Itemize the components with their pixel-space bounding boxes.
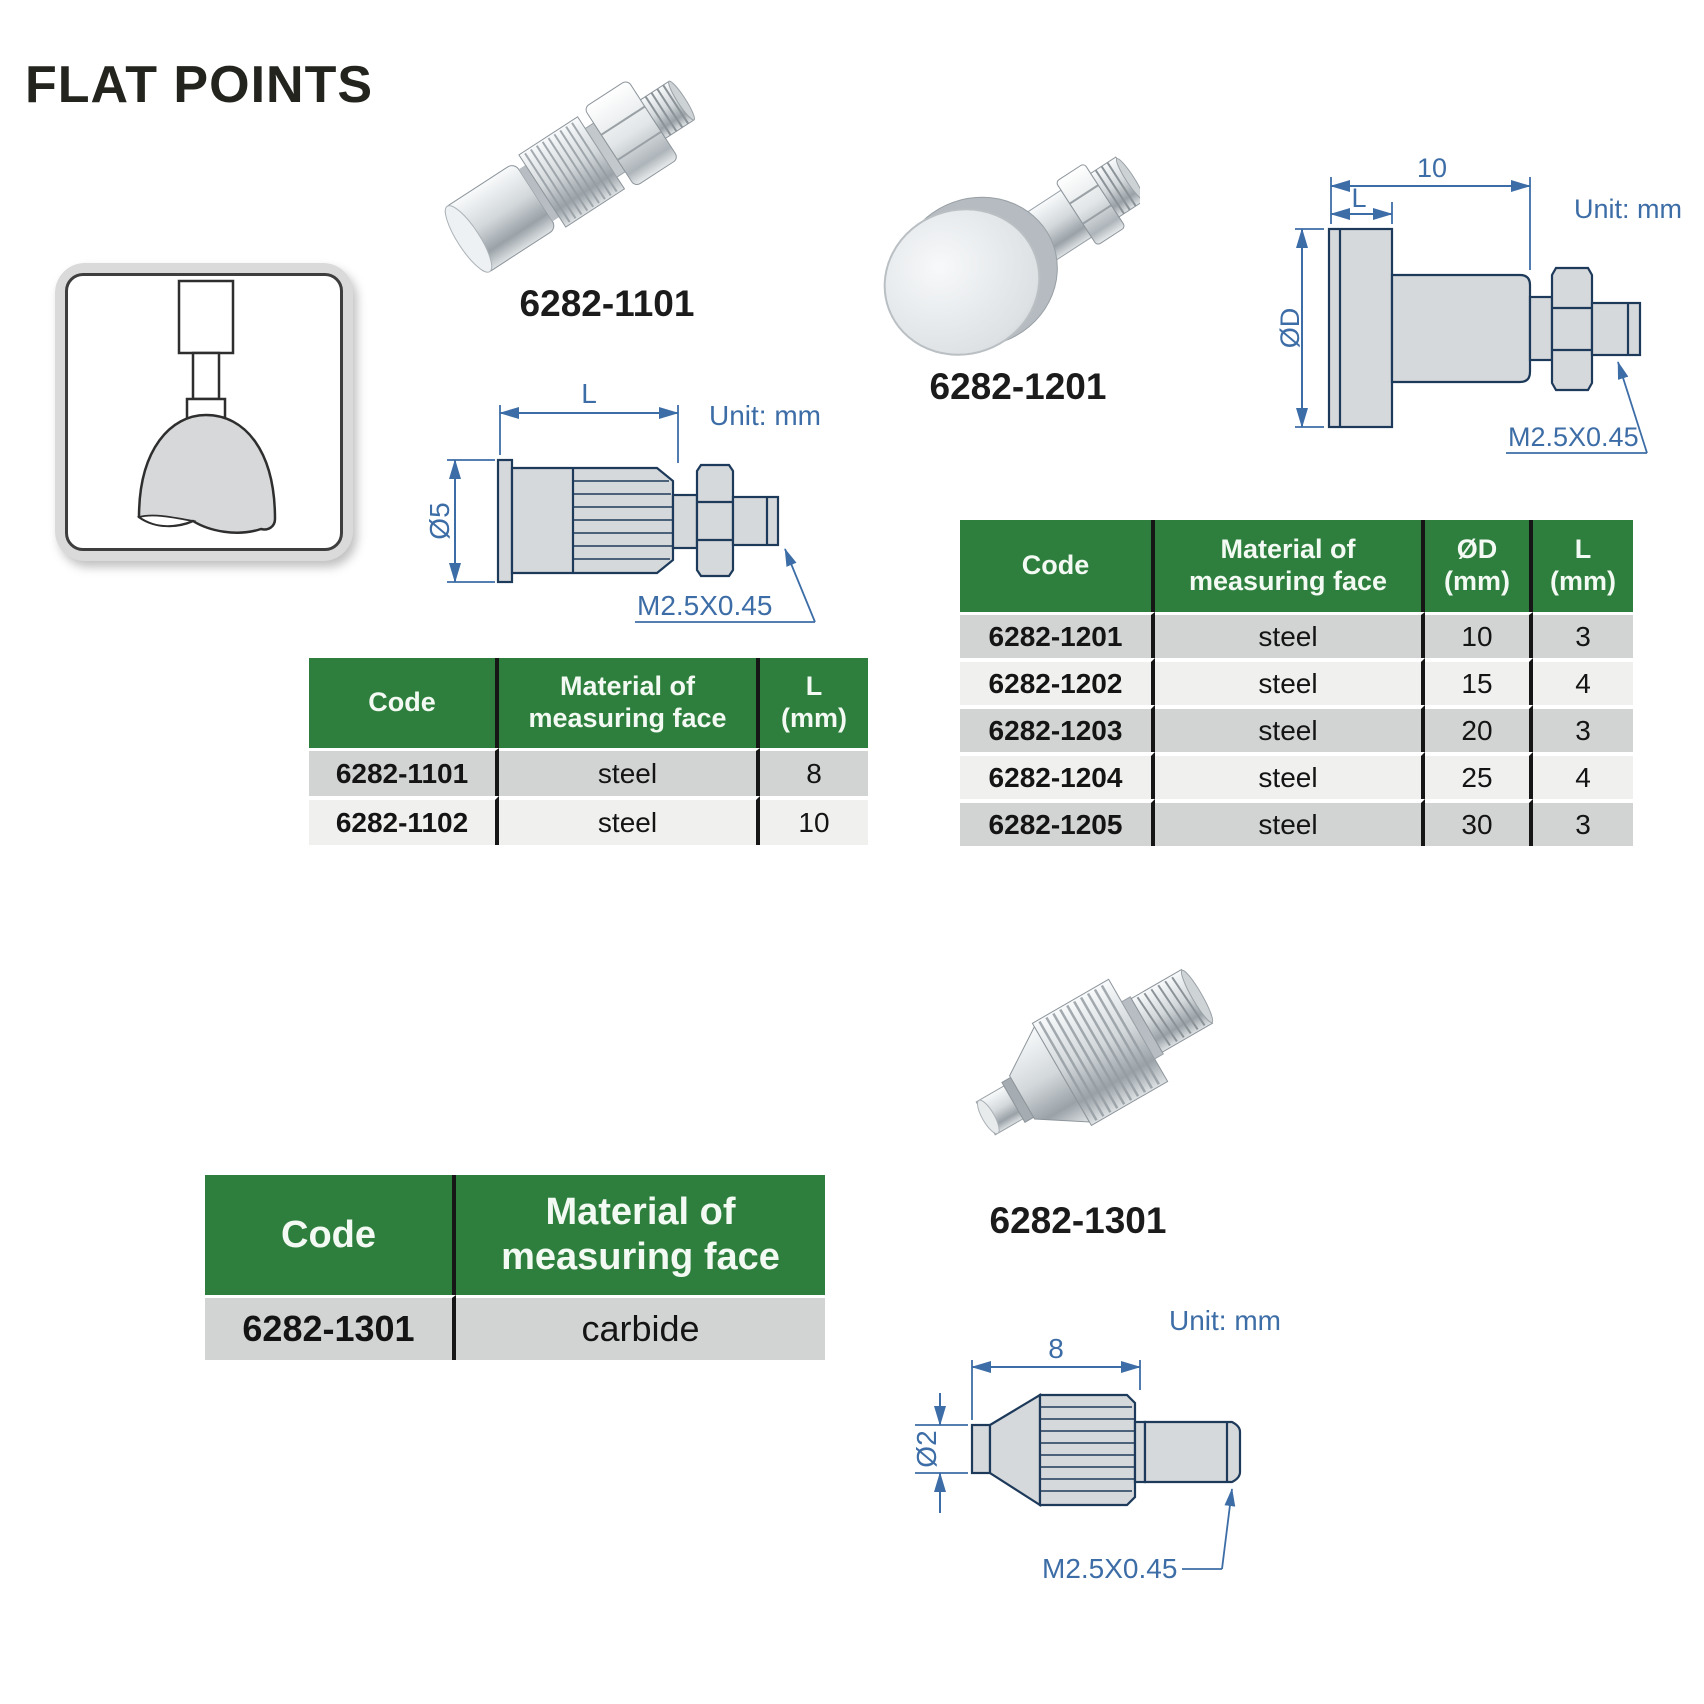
table-row: 6282-1204 steel 25 4	[960, 752, 1633, 799]
cell-code: 6282-1101	[309, 748, 499, 796]
table-row: 6282-1201 steel 10 3	[960, 612, 1633, 658]
table-row: 6282-1301 carbide	[205, 1295, 825, 1360]
header-code: Code	[205, 1175, 456, 1295]
cell-material: steel	[1155, 612, 1425, 658]
header-diameter: ØD (mm)	[1425, 520, 1533, 612]
dim-length-label: 8	[1048, 1333, 1064, 1364]
header-code: Code	[309, 658, 499, 748]
cell-code: 6282-1201	[960, 612, 1155, 658]
cell-material: steel	[1155, 799, 1425, 846]
header-material: Material of measuring face	[499, 658, 760, 748]
cell-material: steel	[1155, 752, 1425, 799]
cell-code: 6282-1202	[960, 658, 1155, 705]
table-row: 6282-1101 steel 8	[309, 748, 868, 796]
cell-code: 6282-1205	[960, 799, 1155, 846]
cell-length: 8	[760, 748, 868, 796]
drawing-6282-1201: 10 L Unit: mm ØD M2.5X0.45	[1275, 153, 1682, 454]
spec-table-6282-1101: Code Material of measuring face L (mm) 6…	[309, 658, 868, 845]
cell-diameter: 25	[1425, 752, 1533, 799]
flat-point-on-sphere-icon	[136, 279, 277, 534]
header-length: L (mm)	[1533, 520, 1633, 612]
cell-diameter: 20	[1425, 705, 1533, 752]
dim-overall-label: 10	[1417, 153, 1447, 183]
table-row: 6282-1203 steel 20 3	[960, 705, 1633, 752]
application-icon-frame	[65, 273, 343, 551]
header-code: Code	[960, 520, 1155, 612]
cell-material: steel	[499, 796, 760, 845]
page-title: FLAT POINTS	[25, 56, 374, 114]
spec-table-6282-1201: Code Material of measuring face ØD (mm) …	[960, 520, 1633, 846]
photo-caption-6282-1301: 6282-1301	[989, 1200, 1167, 1241]
table-row: 6282-1102 steel 10	[309, 796, 868, 845]
cell-length: 3	[1533, 705, 1633, 752]
dim-length-label: L	[581, 378, 597, 409]
cell-code: 6282-1102	[309, 796, 499, 845]
dim-length-label: L	[1351, 183, 1366, 213]
cell-code: 6282-1204	[960, 752, 1155, 799]
product-photo-6282-1101	[444, 80, 696, 273]
drawing-6282-1101: L Unit: mm Ø5 M2.5X0.45	[424, 378, 821, 623]
drawing-6282-1301: 8 Unit: mm Ø2 M2.5X0.45	[911, 1305, 1281, 1584]
unit-label: Unit: mm	[1169, 1305, 1281, 1336]
cell-length: 4	[1533, 658, 1633, 705]
spec-table-6282-1301: Code Material of measuring face 6282-130…	[205, 1175, 825, 1360]
cell-code: 6282-1301	[205, 1295, 456, 1360]
unit-label: Unit: mm	[1574, 194, 1682, 224]
table-header-row: Code Material of measuring face	[205, 1175, 825, 1295]
cell-diameter: 10	[1425, 612, 1533, 658]
dim-diameter-label: ØD	[1275, 308, 1305, 349]
header-length: L (mm)	[760, 658, 868, 748]
cell-diameter: 30	[1425, 799, 1533, 846]
header-material: Material of measuring face	[456, 1175, 825, 1295]
cell-material: steel	[1155, 658, 1425, 705]
unit-label: Unit: mm	[709, 400, 821, 431]
cell-length: 10	[760, 796, 868, 845]
header-material: Material of measuring face	[1155, 520, 1425, 612]
cell-material: carbide	[456, 1295, 825, 1360]
table-header-row: Code Material of measuring face L (mm)	[309, 658, 868, 748]
photo-caption-6282-1201: 6282-1201	[929, 366, 1107, 407]
photo-caption-6282-1101: 6282-1101	[519, 283, 695, 324]
cell-length: 4	[1533, 752, 1633, 799]
cell-length: 3	[1533, 799, 1633, 846]
cell-material: steel	[499, 748, 760, 796]
product-photo-6282-1201	[883, 156, 1140, 356]
cell-code: 6282-1203	[960, 705, 1155, 752]
dim-diameter-label: Ø2	[911, 1430, 942, 1467]
dim-thread-label: M2.5X0.45	[637, 590, 772, 621]
cell-diameter: 15	[1425, 658, 1533, 705]
dim-diameter-label: Ø5	[424, 502, 455, 539]
table-row: 6282-1202 steel 15 4	[960, 658, 1633, 705]
cell-length: 3	[1533, 612, 1633, 658]
dim-thread-label: M2.5X0.45	[1042, 1553, 1177, 1584]
dim-thread-label: M2.5X0.45	[1508, 422, 1639, 452]
table-header-row: Code Material of measuring face ØD (mm) …	[960, 520, 1633, 612]
table-row: 6282-1205 steel 30 3	[960, 799, 1633, 846]
cell-material: steel	[1155, 705, 1425, 752]
application-icon	[55, 263, 353, 561]
product-photo-6282-1301	[975, 968, 1214, 1136]
